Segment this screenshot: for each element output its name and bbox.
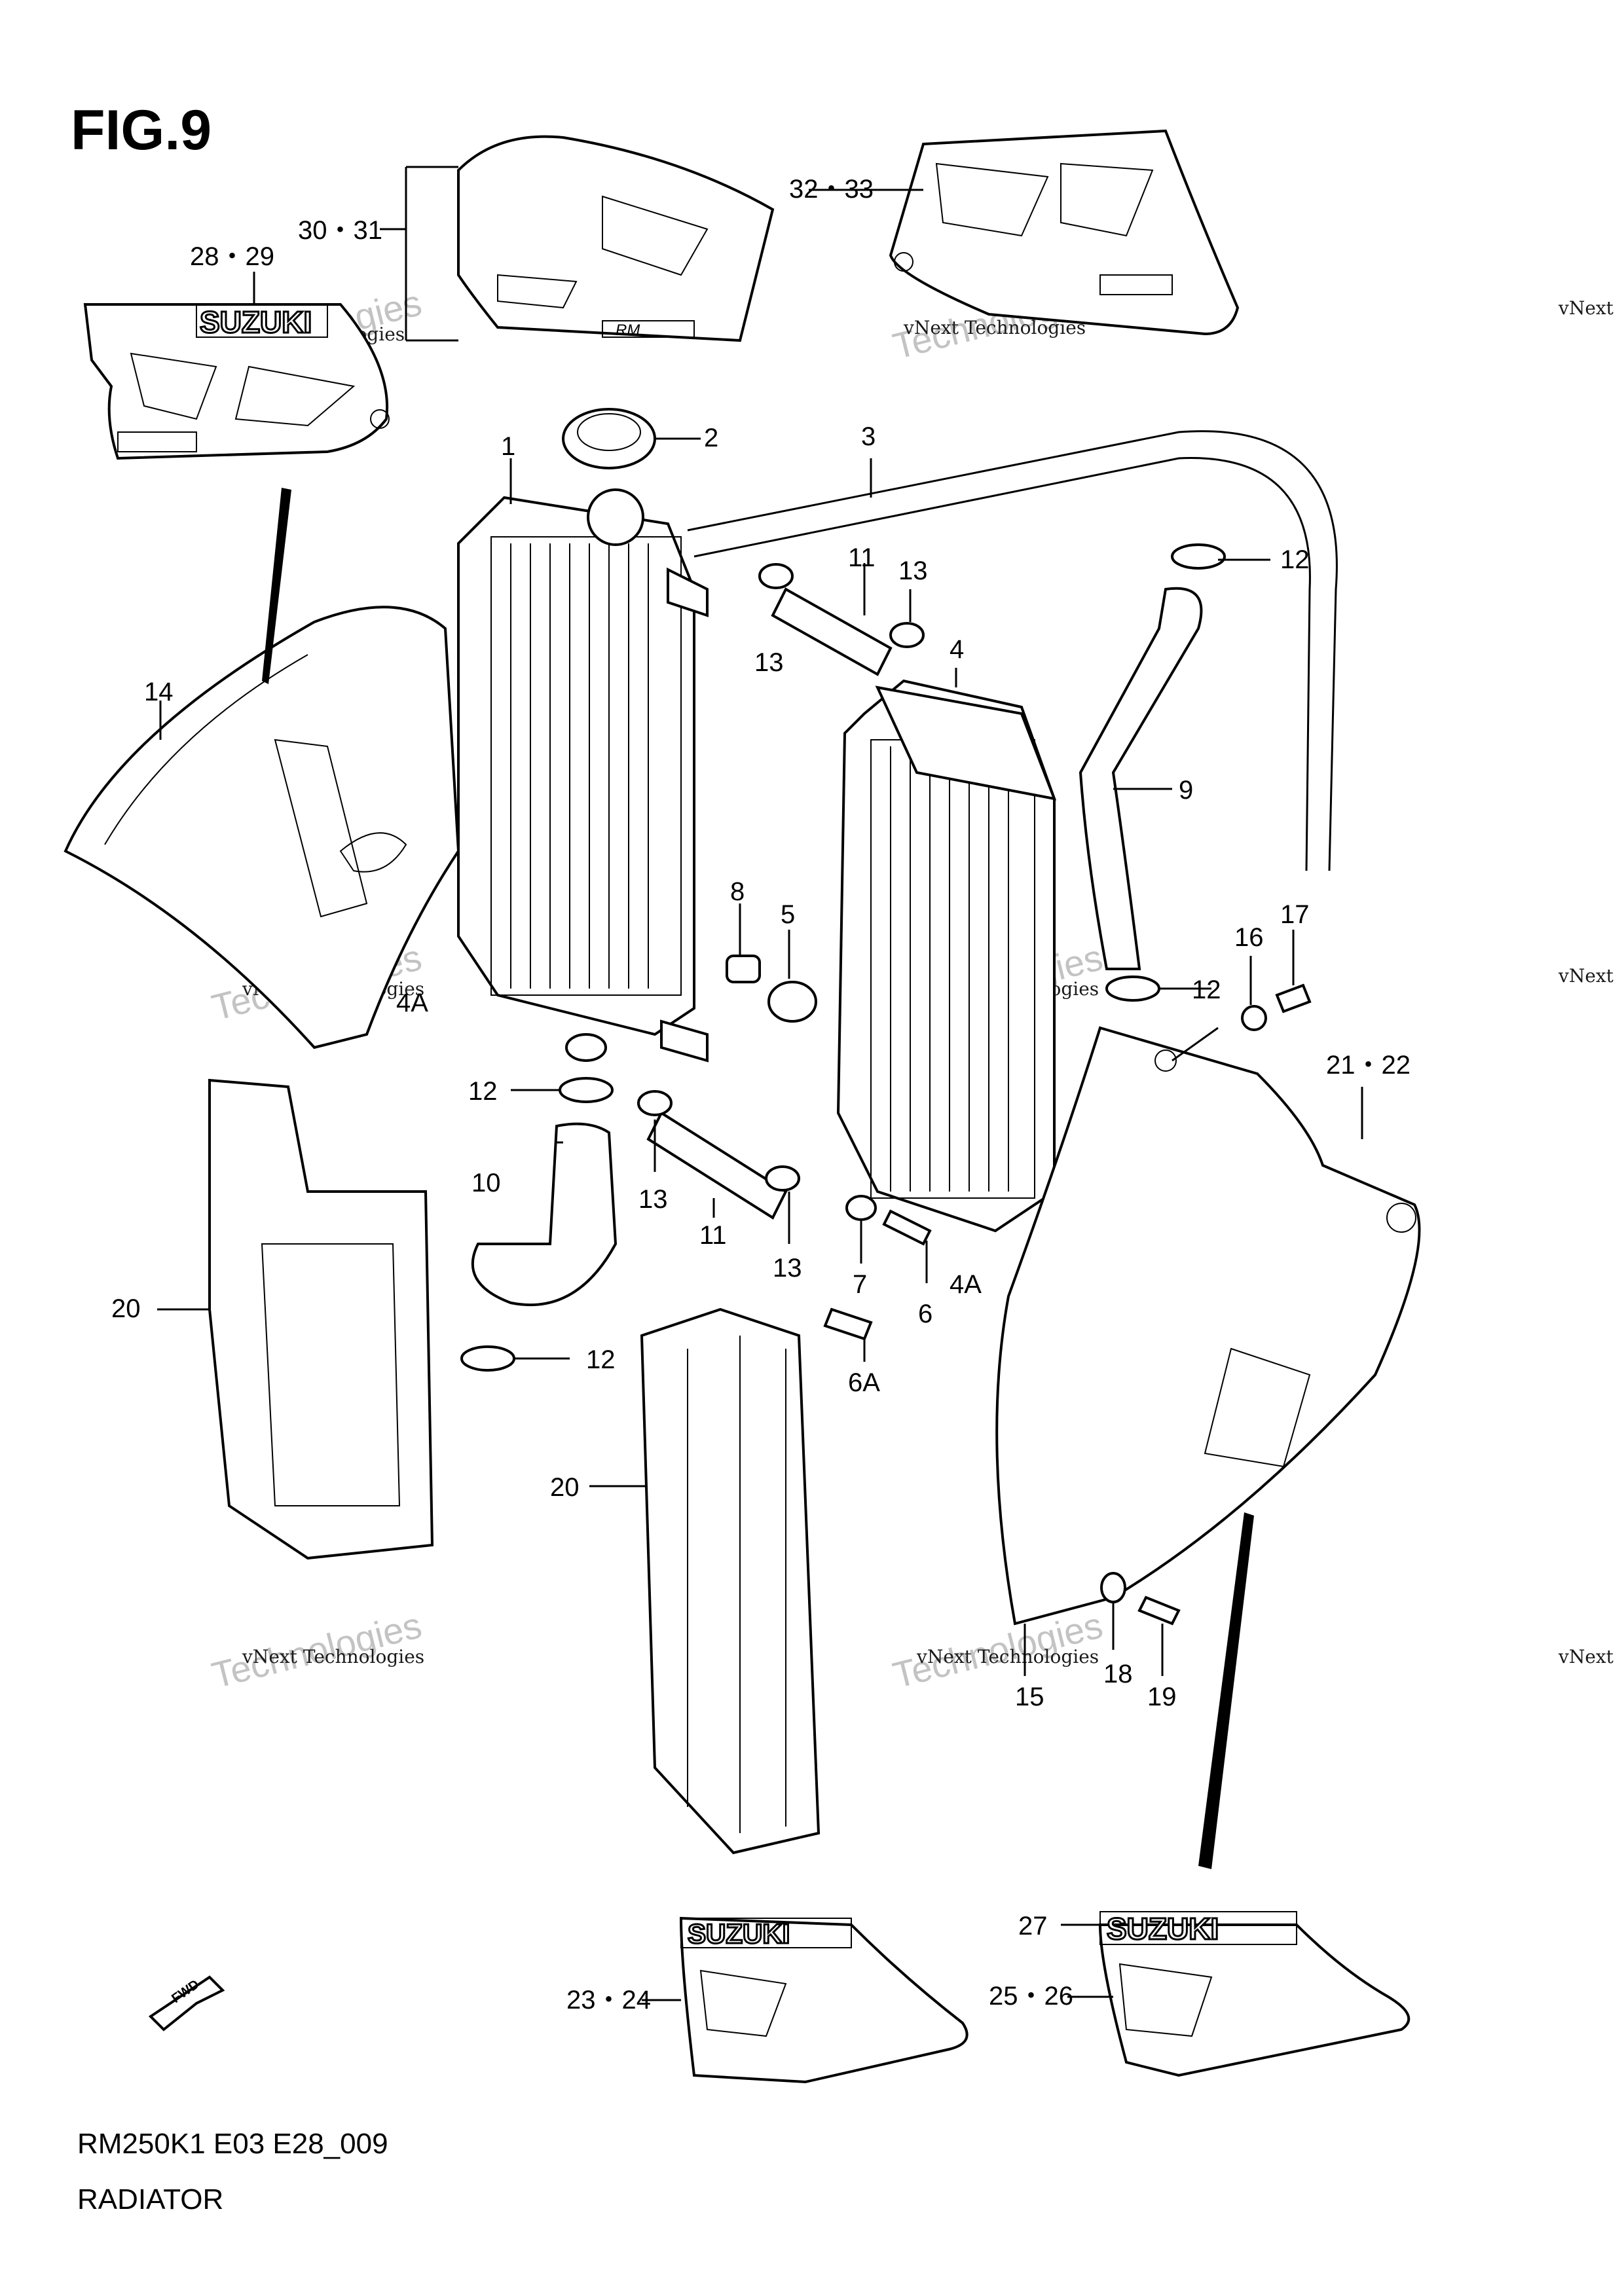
- callout-17: 17: [1280, 900, 1310, 929]
- callout-13: 13: [638, 1185, 668, 1214]
- figure-title: FIG.9: [71, 99, 212, 162]
- tank-decal-23-24: SUZUKI: [679, 1916, 969, 2084]
- hose-9: [1079, 587, 1203, 970]
- hose-10: [471, 1122, 618, 1307]
- callout-4: 4: [950, 635, 964, 664]
- callout-12: 12: [468, 1077, 498, 1106]
- callout-20: 20: [111, 1294, 141, 1323]
- decal-brand-text: SUZUKI: [1107, 1912, 1219, 1946]
- tank-decal-25-26: SUZUKI: [1098, 1911, 1411, 2077]
- shroud-15-21-22: [995, 1026, 1421, 1626]
- callout-20: 20: [550, 1473, 580, 1502]
- callout-14: 14: [144, 678, 174, 706]
- callout-4a: 4A: [950, 1270, 982, 1299]
- forward-direction-marker: FWD: [148, 1975, 225, 2032]
- callout-labels: 30・31 32・33 28・29 1 2 3 11 13 13 12 4 14…: [111, 175, 1411, 2014]
- shroud-14: [64, 606, 460, 1049]
- watermark-text: vNext Technologies: [916, 1646, 1099, 1667]
- arrow-marker-lower: [1198, 1512, 1254, 1869]
- watermark-text: vNext: [1558, 965, 1614, 987]
- watermark: vNext: [1558, 965, 1614, 987]
- callout-8: 8: [730, 877, 745, 906]
- callout-12: 12: [1280, 545, 1310, 574]
- callout-32-33: 32・33: [789, 175, 874, 204]
- decal-brand-text: SUZUKI: [688, 1918, 790, 1949]
- callout-3: 3: [861, 422, 876, 451]
- watermark: vNext: [1558, 297, 1614, 319]
- hose-11-upper: [771, 587, 893, 676]
- callout-6a: 6A: [848, 1368, 880, 1397]
- callout-15: 15: [1015, 1683, 1044, 1711]
- callout-7: 7: [853, 1270, 867, 1299]
- callout-25-26: 25・26: [989, 1982, 1073, 2011]
- watermark-text: vNext: [1558, 1646, 1614, 1667]
- callout-13: 13: [773, 1254, 802, 1283]
- radiator-right-4: [836, 679, 1057, 1233]
- radiator-left-1: [457, 488, 709, 1063]
- callout-5: 5: [781, 900, 795, 929]
- callout-1: 1: [501, 432, 515, 461]
- leader-lines: [157, 189, 1363, 2001]
- callout-11: 11: [848, 543, 876, 572]
- watermark: vNext: [1558, 1646, 1614, 1667]
- callout-12: 12: [1192, 975, 1221, 1004]
- callout-21-22: 21・22: [1326, 1051, 1411, 1080]
- hardware-group: [460, 543, 1312, 1626]
- callout-12: 12: [586, 1345, 616, 1374]
- watermark: Technologies vNext Technologies: [208, 1604, 425, 1696]
- figure-name: RADIATOR: [77, 2183, 224, 2215]
- callout-23-24: 23・24: [566, 1986, 651, 2014]
- watermark: Technologies vNext Technologies: [889, 1604, 1106, 1696]
- callout-16: 16: [1234, 923, 1264, 952]
- callout-2: 2: [704, 424, 718, 452]
- shroud-decal-30-31: RM: [457, 135, 775, 342]
- decal-brand-text: SUZUKI: [200, 305, 312, 339]
- callout-28-29: 28・29: [190, 242, 274, 271]
- callout-30-31: 30・31: [298, 216, 382, 245]
- watermark-text: vNext: [1558, 297, 1614, 319]
- watermark-text: vNext Technologies: [242, 1646, 424, 1667]
- decal-model-text: RM: [616, 321, 640, 339]
- figure-code: RM250K1 E03 E28_009: [77, 2128, 388, 2160]
- hose-3: [687, 430, 1338, 871]
- radiator-guard-20-center: [640, 1307, 821, 1855]
- hose-11-lower: [646, 1111, 788, 1220]
- shroud-decal-32-33: [889, 129, 1240, 336]
- callout-6: 6: [918, 1300, 932, 1328]
- callout-19: 19: [1147, 1683, 1177, 1711]
- callout-18: 18: [1103, 1660, 1133, 1688]
- shroud-decal-28-29: SUZUKI: [83, 303, 390, 460]
- callout-11: 11: [699, 1221, 727, 1250]
- callout-27: 27: [1018, 1912, 1048, 1941]
- arrow-marker-upper: [262, 488, 291, 684]
- callout-13: 13: [898, 556, 928, 585]
- callout-10: 10: [471, 1169, 501, 1197]
- callout-13: 13: [754, 648, 784, 677]
- radiator-guard-20-left: [208, 1078, 434, 1560]
- radiator-cap-2: [562, 408, 656, 469]
- callout-4a: 4A: [396, 989, 428, 1017]
- callout-9: 9: [1179, 776, 1193, 805]
